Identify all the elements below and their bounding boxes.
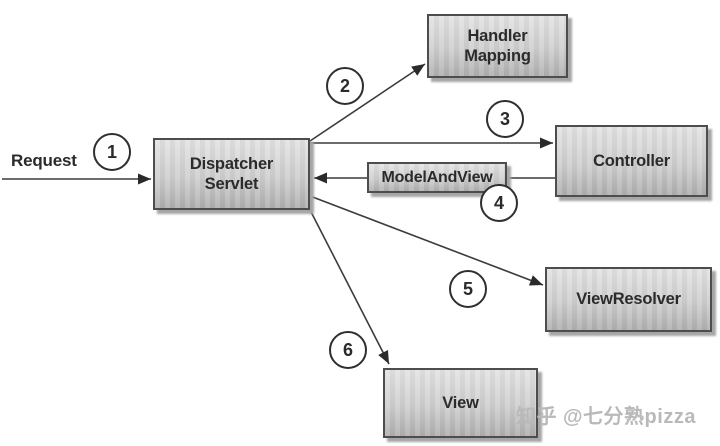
node-handler-mapping: Handler Mapping: [427, 14, 568, 78]
node-dispatcher-servlet: Dispatcher Servlet: [153, 138, 310, 210]
step-badge-6-number: 6: [342, 339, 353, 360]
node-model-and-view: ModelAndView: [367, 162, 507, 193]
node-view-resolver-label: ViewResolver: [576, 290, 681, 309]
node-controller: Controller: [555, 125, 708, 197]
step-badge-5: 5: [449, 270, 487, 308]
step-badge-4: 4: [480, 184, 518, 222]
step-badge-5-number: 5: [462, 278, 473, 299]
step-badge-1-number: 1: [106, 141, 117, 162]
step-badge-2-number: 2: [339, 75, 350, 96]
step-badge-1: 1: [93, 133, 131, 171]
node-dispatcher-servlet-label: Dispatcher Servlet: [189, 154, 274, 193]
step-badge-6: 6: [329, 331, 367, 369]
step-badge-3: 3: [486, 100, 524, 138]
step-badge-4-number: 4: [493, 192, 504, 213]
node-model-and-view-label: ModelAndView: [381, 168, 493, 186]
node-handler-mapping-label: Handler Mapping: [464, 26, 531, 65]
watermark: 知乎 @七分熟pizza: [516, 406, 696, 428]
arrow-dispatcher-to-handler-mapping: [309, 63, 426, 142]
arrow-dispatcher-to-view: [307, 205, 390, 365]
node-view: View: [383, 368, 538, 438]
node-view-resolver: ViewResolver: [545, 267, 712, 332]
node-controller-label: Controller: [593, 151, 670, 170]
step-badge-2: 2: [326, 67, 364, 105]
request-label: Request: [11, 151, 77, 170]
step-badge-3-number: 3: [499, 108, 510, 129]
arrow-dispatcher-to-view-resolver: [309, 195, 544, 286]
node-view-label: View: [442, 393, 479, 412]
